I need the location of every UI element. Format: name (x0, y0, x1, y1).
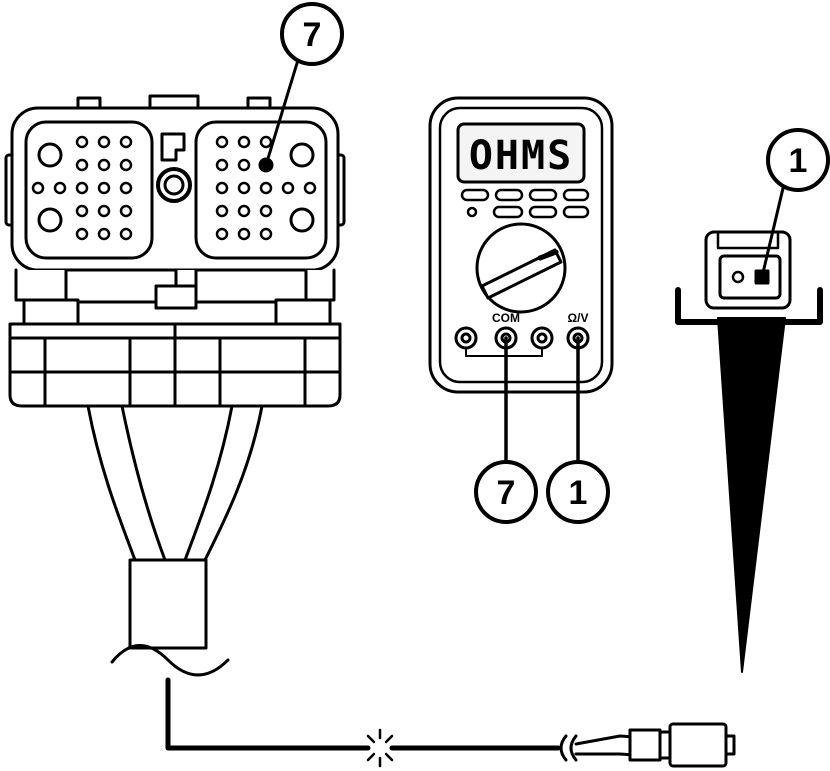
callout-connector-pin: 7 (264, 2, 344, 167)
meter-display (456, 122, 586, 184)
callout-label-connector-pin: 7 (303, 16, 322, 54)
callout-lead-ohm: 1 (546, 460, 610, 524)
sensor-probe (675, 230, 823, 673)
jack-label-com: COM (492, 311, 520, 325)
pin-holes-right (215, 135, 317, 241)
meter-display-text: OHMS (469, 133, 573, 179)
callout-lead-com: 7 (474, 460, 538, 524)
harness-connector (4, 94, 346, 408)
test-wire (165, 677, 736, 768)
meter-buttons (460, 188, 590, 219)
callout-label-lead-com: 7 (497, 474, 516, 512)
jack-label-ohm-v: Ω/V (568, 311, 589, 325)
harness-cable (86, 404, 264, 677)
callout-sensor-pin: 1 (760, 128, 830, 279)
callout-label-lead-ohm: 1 (569, 474, 588, 512)
meter-test-leads (504, 336, 580, 468)
meter-rotary-dial (475, 222, 567, 314)
callout-label-sensor-pin: 1 (789, 142, 808, 180)
wire-break-icon (366, 728, 394, 768)
pin-holes-left (31, 135, 133, 241)
multimeter: OHMS COM Ω/V (428, 96, 614, 394)
